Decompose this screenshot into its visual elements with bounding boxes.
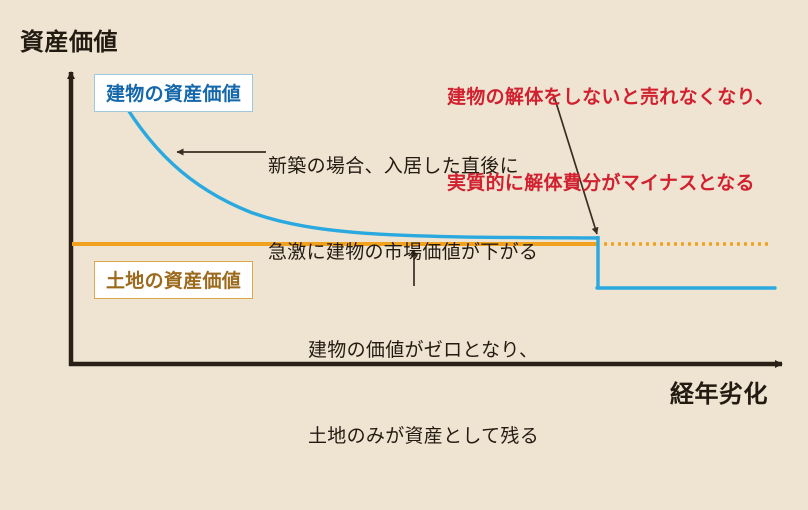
chart-plot-area [67, 71, 783, 368]
figure-canvas: 資産価値 経年劣化 建物の資産価値 土地の資産価値 新築の場合、入居した直後に … [20, 27, 783, 448]
legend-building-asset-value: 建物の資産価値 [94, 74, 254, 112]
annotation-new-building-line2: 急激に建物の市場価値が下がる [268, 242, 539, 264]
annotation-demolition-line2: 実質的に解体費分がマイナスとなる [447, 172, 755, 194]
annotation-zero-value-line1: 建物の価値がゼロとなり、 [308, 339, 539, 361]
annotation-demolition-cost: 建物の解体をしないと売れなくなり、 実質的に解体費分がマイナスとなる [447, 27, 774, 255]
x-axis-title: 経年劣化 [670, 381, 768, 408]
annotation-zero-value-line2: 土地のみが資産として残る [308, 426, 540, 448]
building-value-curve [114, 88, 600, 240]
annotation-zero-building-value: 建物の価値がゼロとなり、 土地のみが資産として残る [308, 279, 539, 510]
annotation-new-building-depreciation: 新築の場合、入居した直後に 急激に建物の市場価値が下がる [268, 95, 538, 326]
legend-land-asset-value: 土地の資産価値 [94, 261, 254, 299]
annotation-new-building-line1: 新築の場合、入居した直後に [268, 155, 519, 177]
y-axis-title: 資産価値 [20, 29, 118, 56]
demolition-annotation-arrow [553, 95, 599, 235]
annotation-demolition-line1: 建物の解体をしないと売れなくなり、 [447, 87, 775, 108]
